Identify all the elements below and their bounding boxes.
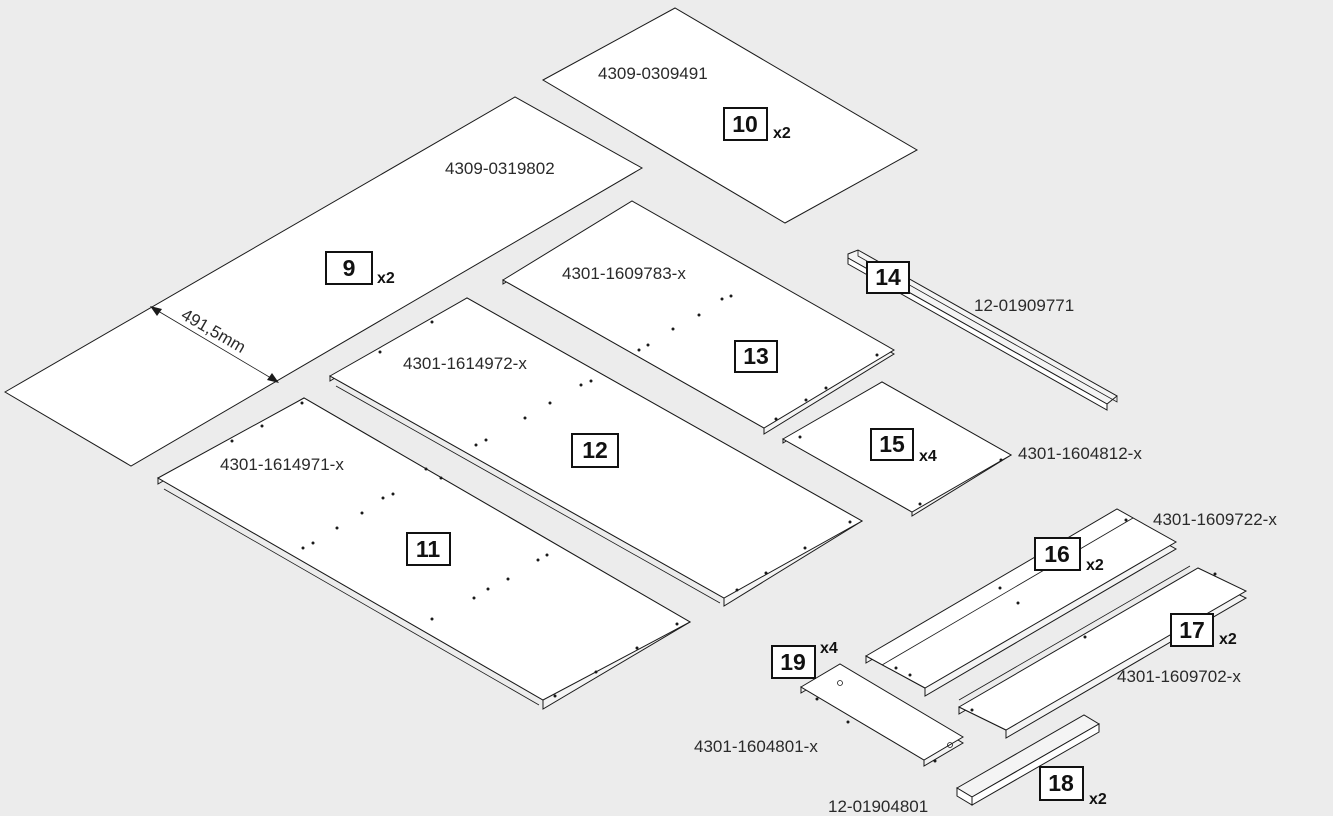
rail-front-14 xyxy=(847,257,1108,411)
part-code-18: 12-01904801 xyxy=(828,797,928,816)
rail-top-14 xyxy=(857,250,1118,403)
drill-holes-13 xyxy=(637,294,879,421)
part-19: 19 x4 4301-1604801-x xyxy=(694,640,964,767)
panel-19 xyxy=(800,663,964,761)
part-qty-19: x4 xyxy=(820,640,838,657)
part-9: 4309-0319802 9 x2 491,5mm xyxy=(4,96,644,467)
part-code-9: 4309-0319802 xyxy=(445,159,555,178)
part-10: 4309-0309491 10 x2 xyxy=(541,7,919,224)
part-18: 18 x2 12-01904801 xyxy=(828,714,1107,816)
dimension-arrowhead-end xyxy=(267,373,279,383)
part-number-box-9 xyxy=(325,251,373,285)
part-number-box-16 xyxy=(1034,537,1081,571)
part-17: 17 x2 4301-1609702-x xyxy=(957,565,1248,739)
part-qty-17: x2 xyxy=(1219,631,1237,648)
part-number-box-10 xyxy=(723,107,768,141)
part-number-box-15 xyxy=(870,428,914,461)
part-number-box-19 xyxy=(771,645,816,679)
panel-17 xyxy=(957,567,1248,731)
panel-16 xyxy=(864,508,1178,689)
part-number-16: 16 xyxy=(1044,541,1070,567)
part-code-12: 4301-1614972-x xyxy=(403,354,527,373)
drill-holes-17 xyxy=(970,572,1217,712)
drill-holes-12 xyxy=(378,320,852,592)
part-14: 14 12-01909771 xyxy=(847,249,1118,411)
part-13: 4301-1609783-x 13 xyxy=(502,200,895,435)
part-number-18: 18 xyxy=(1048,770,1074,796)
part-number-15: 15 xyxy=(879,431,905,457)
panel-9 xyxy=(4,96,644,467)
dimension-arrowhead-start xyxy=(150,306,162,316)
part-number-box-13 xyxy=(734,340,778,373)
part-qty-9: x2 xyxy=(377,270,395,287)
part-number-box-11 xyxy=(406,532,451,566)
part-number-19: 19 xyxy=(780,649,806,675)
drill-holes-11 xyxy=(230,401,679,698)
part-code-11: 4301-1614971-x xyxy=(220,455,344,474)
part-number-box-17 xyxy=(1170,613,1214,647)
part-number-17: 17 xyxy=(1179,617,1205,643)
part-code-13: 4301-1609783-x xyxy=(562,264,686,283)
part-12: 4301-1614972-x 12 xyxy=(328,297,864,607)
drill-holes-15 xyxy=(798,435,1003,506)
part-qty-18: x2 xyxy=(1089,791,1107,808)
part-15: 15 x4 4301-1604812-x xyxy=(781,381,1142,517)
part-code-17: 4301-1609702-x xyxy=(1117,667,1241,686)
part-code-16: 4301-1609722-x xyxy=(1153,510,1277,529)
part-qty-15: x4 xyxy=(919,448,937,465)
part-code-15: 4301-1604812-x xyxy=(1018,444,1142,463)
edge-groove-11 xyxy=(163,488,540,706)
part-11: 4301-1614971-x 11 xyxy=(156,397,692,710)
part-number-box-12 xyxy=(571,433,619,468)
drill-holes-19 xyxy=(815,680,953,763)
part-code-10: 4309-0309491 xyxy=(598,64,708,83)
dimension-line xyxy=(152,307,277,382)
part-number-11: 11 xyxy=(416,536,441,562)
part-number-box-14 xyxy=(866,261,910,294)
part-number-9: 9 xyxy=(343,255,356,281)
drill-holes-16 xyxy=(894,518,1128,677)
part-code-19: 4301-1604801-x xyxy=(694,737,818,756)
part-code-14: 12-01909771 xyxy=(974,296,1074,315)
groove-17 xyxy=(958,565,1191,701)
edge-groove-12 xyxy=(335,385,721,604)
groove-16 xyxy=(881,517,1134,666)
part-number-13: 13 xyxy=(743,343,769,369)
part-number-10: 10 xyxy=(732,111,758,137)
part-number-12: 12 xyxy=(582,437,608,463)
front-18 xyxy=(971,723,1100,806)
part-number-box-18 xyxy=(1039,766,1084,801)
part-number-14: 14 xyxy=(875,264,901,290)
part-qty-10: x2 xyxy=(773,125,791,142)
part-qty-16: x2 xyxy=(1086,557,1104,574)
part-16: 16 x2 4301-1609722-x xyxy=(864,508,1277,697)
